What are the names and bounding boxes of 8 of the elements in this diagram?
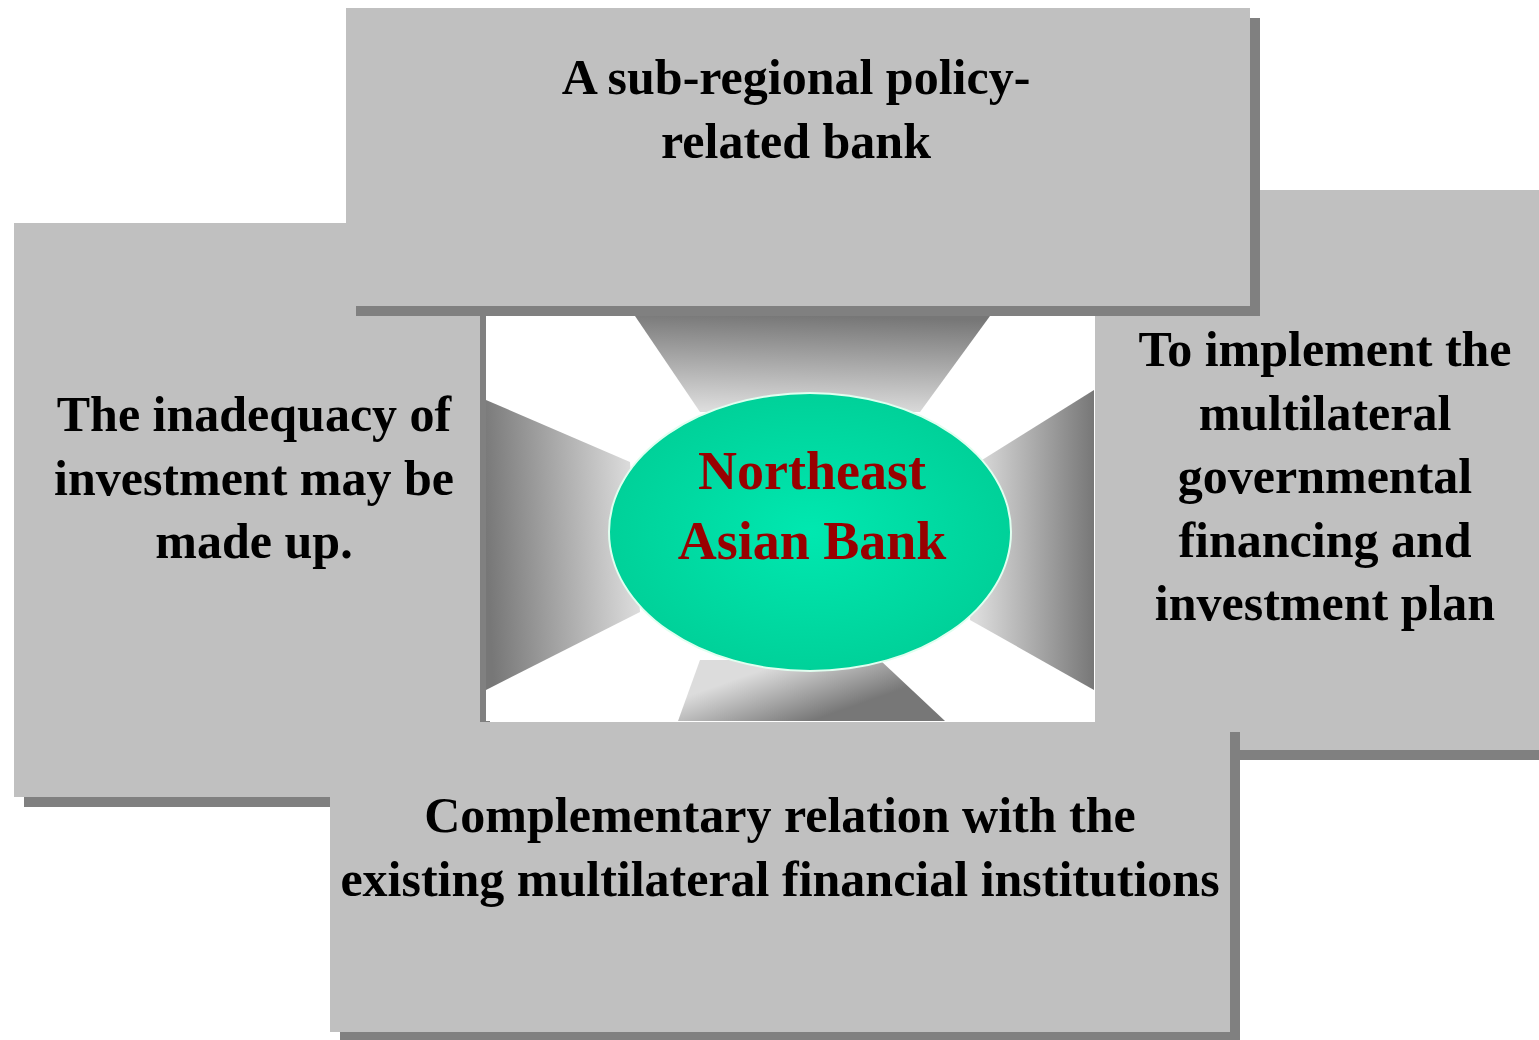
- connector-band: [635, 316, 990, 412]
- connector-band: [486, 400, 640, 690]
- node-text: Northeast Asian Bank: [676, 440, 948, 574]
- node-text: Complementary relation with the existing multilateral financial institutions: [340, 786, 1220, 909]
- node-text: A sub-regional policy-related bank: [560, 48, 1032, 171]
- node-text: To implement the multilateral governmental financing and investment plan: [1137, 320, 1513, 633]
- connector-band: [678, 660, 945, 721]
- node-text: The inadequacy of investment may be made up.: [53, 385, 455, 571]
